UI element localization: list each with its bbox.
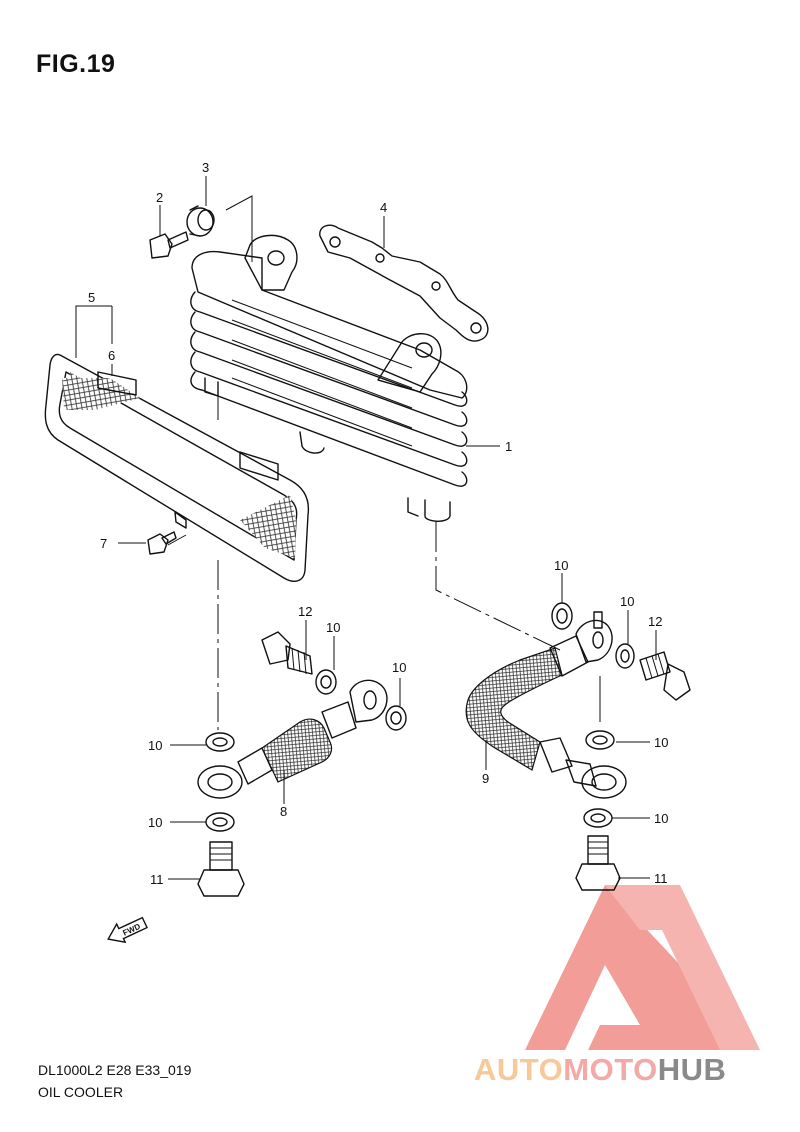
figure-code: DL1000L2 E28 E33_019 [38, 1062, 192, 1078]
callout-3: 3 [202, 160, 209, 175]
watermark-auto: AUTO [474, 1052, 564, 1087]
bolt-2 [149, 231, 189, 259]
watermark-brand: AUTOMOTOHUB [474, 1052, 726, 1088]
callout-10: 10 [554, 558, 568, 573]
callout-10: 10 [148, 738, 162, 753]
callout-2: 2 [156, 190, 163, 205]
gasket-ring [585, 730, 615, 750]
union-bolt-12-left [261, 631, 313, 675]
callout-7: 7 [100, 536, 107, 551]
leader-lines [75, 176, 657, 880]
watermark-hub: HUB [657, 1052, 727, 1087]
callout-10: 10 [392, 660, 406, 675]
union-bolt-12-right [639, 651, 691, 701]
gasket-ring [205, 732, 235, 752]
callout-10: 10 [326, 620, 340, 635]
union-bolt-11-right [575, 835, 621, 891]
cushion-grommet [186, 205, 215, 237]
callout-12: 12 [648, 614, 662, 629]
watermark-logo-icon [525, 885, 760, 1050]
callout-11: 11 [150, 872, 164, 887]
callout-5: 5 [88, 290, 95, 305]
hose-9 [465, 611, 627, 799]
cooler-guard [44, 353, 310, 582]
callout-4: 4 [380, 200, 387, 215]
gasket-ring [615, 643, 635, 669]
callout-10: 10 [620, 594, 634, 609]
alignment-lines [167, 395, 561, 730]
callout-12: 12 [298, 604, 312, 619]
callout-1: 1 [505, 439, 512, 454]
union-bolt-11-left [197, 841, 245, 897]
callout-9: 9 [482, 771, 489, 786]
callout-11: 11 [654, 871, 668, 886]
callout-labels: 3 2 4 5 6 1 7 10 10 12 10 12 10 10 10 9 … [88, 160, 668, 887]
gasket-ring [551, 602, 573, 630]
fwd-arrow-icon: FWD [107, 916, 148, 944]
oil-cooler-core [190, 234, 468, 522]
callout-8: 8 [280, 804, 287, 819]
watermark-moto: MOTO [563, 1052, 658, 1087]
callout-10: 10 [654, 735, 668, 750]
callout-10: 10 [148, 815, 162, 830]
gasket-ring [583, 808, 613, 828]
bracket-4 [319, 224, 489, 342]
figure-caption: OIL COOLER [38, 1084, 124, 1100]
callout-10: 10 [654, 811, 668, 826]
gasket-ring [385, 705, 407, 731]
gaskets [205, 602, 635, 832]
figure-title: FIG.19 [36, 50, 116, 78]
gasket-ring [315, 669, 337, 695]
hose-8 [197, 679, 388, 799]
gasket-ring [205, 812, 235, 832]
screw-7 [147, 531, 177, 555]
callout-6: 6 [108, 348, 115, 363]
